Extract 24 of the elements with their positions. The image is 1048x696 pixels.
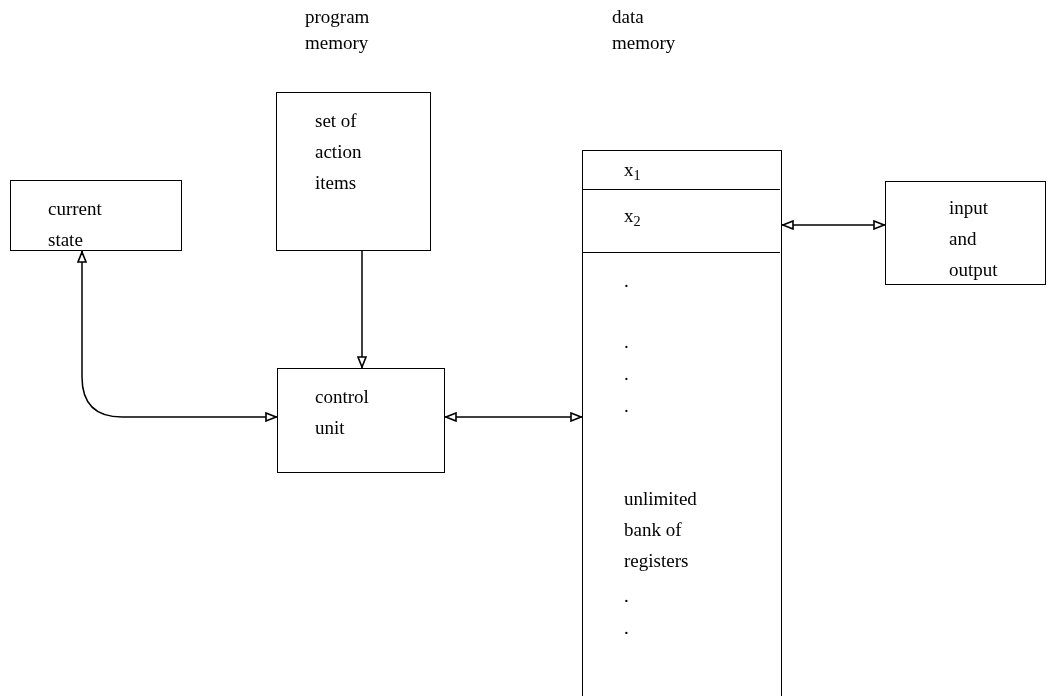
- arrow: [357, 250, 367, 369]
- node-label: unlimited bank of registers: [624, 487, 698, 573]
- node-label: current state: [48, 197, 103, 252]
- process-box: [277, 368, 445, 473]
- memory-column: [582, 150, 782, 696]
- node-label: input and output: [949, 196, 999, 282]
- heading-label: program memory: [305, 5, 371, 55]
- node-label: x$_{2}$: [624, 204, 642, 231]
- process-box: [885, 181, 1046, 285]
- heading-label: data memory: [612, 5, 677, 55]
- ellipsis-dot: .: [624, 394, 630, 418]
- ellipsis-dot: .: [624, 584, 630, 608]
- node-label: x$_{1}$: [624, 158, 642, 185]
- arrow: [781, 220, 886, 230]
- arrow: [444, 412, 583, 422]
- node-label: control unit: [315, 385, 370, 440]
- process-box: [10, 180, 182, 251]
- arrow: [77, 250, 278, 422]
- ellipsis-dot: .: [624, 330, 630, 354]
- process-box: [276, 92, 431, 251]
- ellipsis-dot: .: [624, 269, 630, 293]
- ellipsis-dot: .: [624, 362, 630, 386]
- ellipsis-dot: .: [624, 616, 630, 640]
- node-label: set of action items: [315, 109, 363, 195]
